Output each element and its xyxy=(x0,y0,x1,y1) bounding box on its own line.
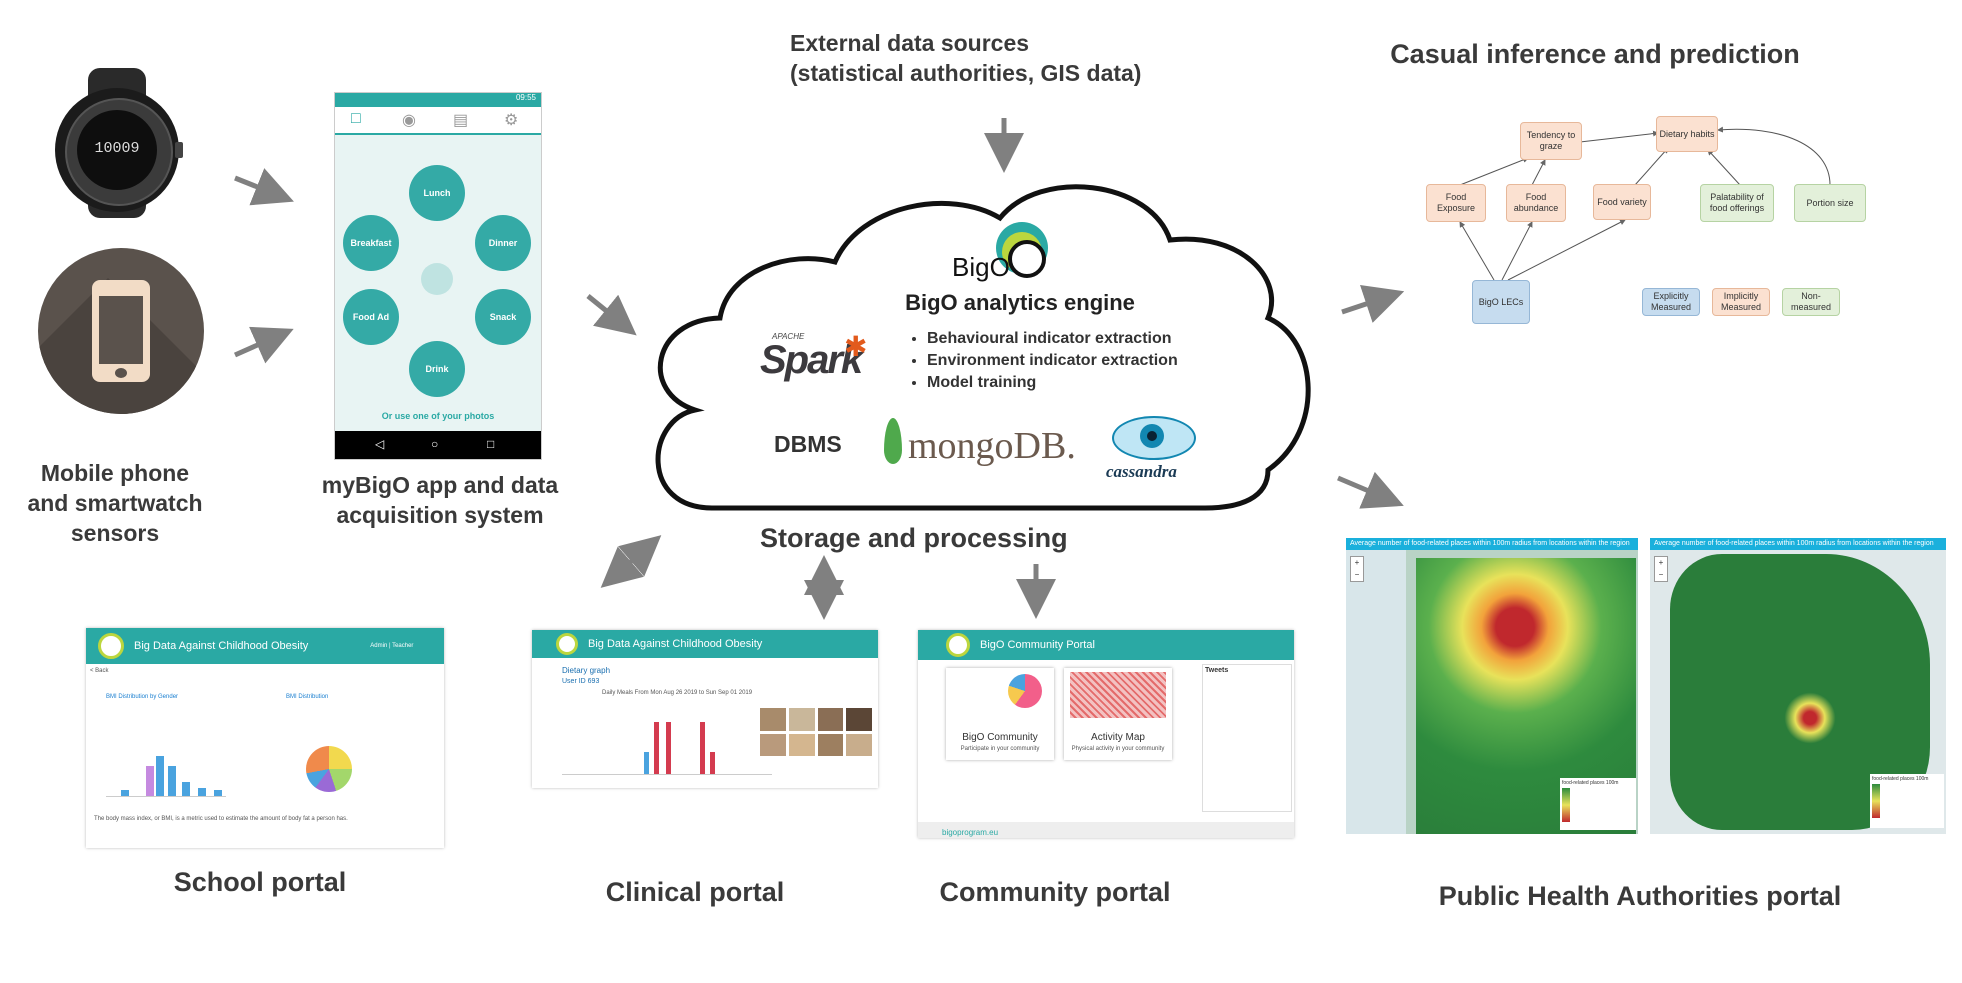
mongodb-leaf-icon xyxy=(884,418,902,464)
arrow-cloud-to-maps xyxy=(1337,471,1404,509)
meal-dinner-button[interactable]: Dinner xyxy=(475,215,531,271)
community-portal-screenshot: BigO Community Portal BigO Community Par… xyxy=(918,630,1294,838)
dbms-label: DBMS xyxy=(774,431,842,457)
external-sources-label: External data sources(statistical author… xyxy=(790,30,1142,86)
nav-back-icon[interactable]: ◁ xyxy=(375,437,385,451)
community-card[interactable]: BigO Community Participate in your commu… xyxy=(946,668,1054,760)
camera-center-icon[interactable] xyxy=(421,263,453,295)
clinical-portal-label: Clinical portal xyxy=(605,877,785,907)
storage-processing-label: Storage and processing xyxy=(760,523,1068,553)
community-portal-label: Community portal xyxy=(939,877,1171,907)
meal-drink-button[interactable]: Drink xyxy=(409,341,465,397)
bigo-small-logo-icon xyxy=(946,633,970,657)
activity-map-card[interactable]: Activity Map Physical activity in your c… xyxy=(1064,668,1172,760)
arrow-cloud-to-causal xyxy=(1341,284,1405,323)
meal-breakfast-button[interactable]: Breakfast xyxy=(343,215,399,271)
nav-recent-icon[interactable]: □ xyxy=(487,437,495,451)
pha-portal-label: Public Health Authorities portal xyxy=(1438,881,1842,911)
legend-implicitly-measured: Implicitly Measured xyxy=(1712,288,1770,316)
school-portal-label: School portal xyxy=(173,867,347,897)
legend-explicitly-measured: Explicitly Measured xyxy=(1642,288,1700,316)
app-tab-bar: □ ◉ ▤ ⚙ xyxy=(335,107,541,135)
node-palatability: Palatability of food offerings xyxy=(1700,184,1774,222)
smartwatch-image: 10009 xyxy=(55,68,185,218)
arrow-app-to-cloud xyxy=(586,294,637,336)
causal-inference-label: Casual inference and prediction xyxy=(1390,39,1800,69)
status-time: 09:55 xyxy=(515,93,536,102)
node-tendency-to-graze: Tendency to graze xyxy=(1520,122,1582,160)
meal-lunch-button[interactable]: Lunch xyxy=(409,165,465,221)
pha-map-right[interactable]: Average number of food-related places wi… xyxy=(1650,538,1946,834)
node-food-variety: Food variety xyxy=(1593,184,1651,220)
node-portion-size: Portion size xyxy=(1794,184,1866,222)
clinical-bar-chart xyxy=(562,714,772,775)
zoom-controls[interactable]: +− xyxy=(1350,556,1364,582)
school-pie-chart xyxy=(306,746,352,792)
meal-food-ad-button[interactable]: Food Ad xyxy=(343,289,399,345)
clinical-photo-grid xyxy=(760,708,872,756)
node-dietary-habits: Dietary habits xyxy=(1656,116,1718,152)
clinical-portal-screenshot: Big Data Against Childhood Obesity Dieta… xyxy=(532,630,878,788)
bigo-logo: BigO xyxy=(952,222,1052,282)
engine-bullets: Behavioural indicator extraction Environ… xyxy=(895,328,1178,394)
map-legend: food-related places 100m xyxy=(1870,774,1944,828)
school-portal-header: Big Data Against Childhood Obesity Admin… xyxy=(86,628,444,664)
node-food-exposure: Food Exposure xyxy=(1426,184,1486,222)
mybigo-app-screen: 09:55 □ ◉ ▤ ⚙ Lunch Breakfast Dinner Foo… xyxy=(334,92,542,460)
zoom-controls[interactable]: +− xyxy=(1654,556,1668,582)
legend-non-measured: Non-measured xyxy=(1782,288,1840,316)
nav-home-icon[interactable]: ○ xyxy=(431,437,439,451)
node-food-abundance: Food abundance xyxy=(1506,184,1566,222)
clinical-portal-header: Big Data Against Childhood Obesity xyxy=(532,630,878,658)
camera-tab-icon[interactable]: □ xyxy=(351,110,361,127)
mongodb-logo-text: mongoDB. xyxy=(908,425,1076,467)
community-footer: bigoprogram.eu xyxy=(918,822,1294,838)
location-tab-icon[interactable]: ◉ xyxy=(402,112,416,129)
settings-tab-icon[interactable]: ⚙ xyxy=(504,112,519,129)
community-portal-header: BigO Community Portal xyxy=(918,630,1294,660)
map-legend: food-related places 100m xyxy=(1560,778,1636,830)
bullet-model: Model training xyxy=(927,372,1178,394)
mobile-phone-icon xyxy=(38,248,204,414)
cassandra-logo: cassandra xyxy=(1100,412,1200,482)
arrow-cloud-school xyxy=(600,535,662,588)
analytics-engine-title: BigO analytics engine xyxy=(905,290,1135,315)
bigo-small-logo-icon xyxy=(98,633,124,659)
school-portal-screenshot: Big Data Against Childhood Obesity Admin… xyxy=(86,628,444,848)
bigo-small-logo-icon xyxy=(556,633,578,655)
bigo-logo-text: BigO xyxy=(952,252,1010,282)
bullet-behavioural: Behavioural indicator extraction xyxy=(927,328,1178,350)
use-photos-link[interactable]: Or use one of your photos xyxy=(381,411,495,421)
school-bar-chart xyxy=(106,736,226,797)
arrow-watch-to-app xyxy=(234,168,294,206)
meal-snack-button[interactable]: Snack xyxy=(475,289,531,345)
pha-map-left[interactable]: Average number of food-related places wi… xyxy=(1346,538,1638,834)
stats-tab-icon[interactable]: ▤ xyxy=(453,112,469,129)
node-bigo-lecs: BigO LECs xyxy=(1472,280,1530,324)
android-nav-bar: ◁ ○ □ xyxy=(335,431,541,459)
spark-logo: APACHE Spark ✱ xyxy=(760,331,868,382)
tweets-panel: Tweets xyxy=(1202,664,1292,812)
phone-status-bar: 09:55 xyxy=(335,93,541,107)
arrow-phone-to-app xyxy=(233,326,294,364)
watch-time: 10009 xyxy=(94,140,140,157)
bullet-environment: Environment indicator extraction xyxy=(927,350,1178,372)
